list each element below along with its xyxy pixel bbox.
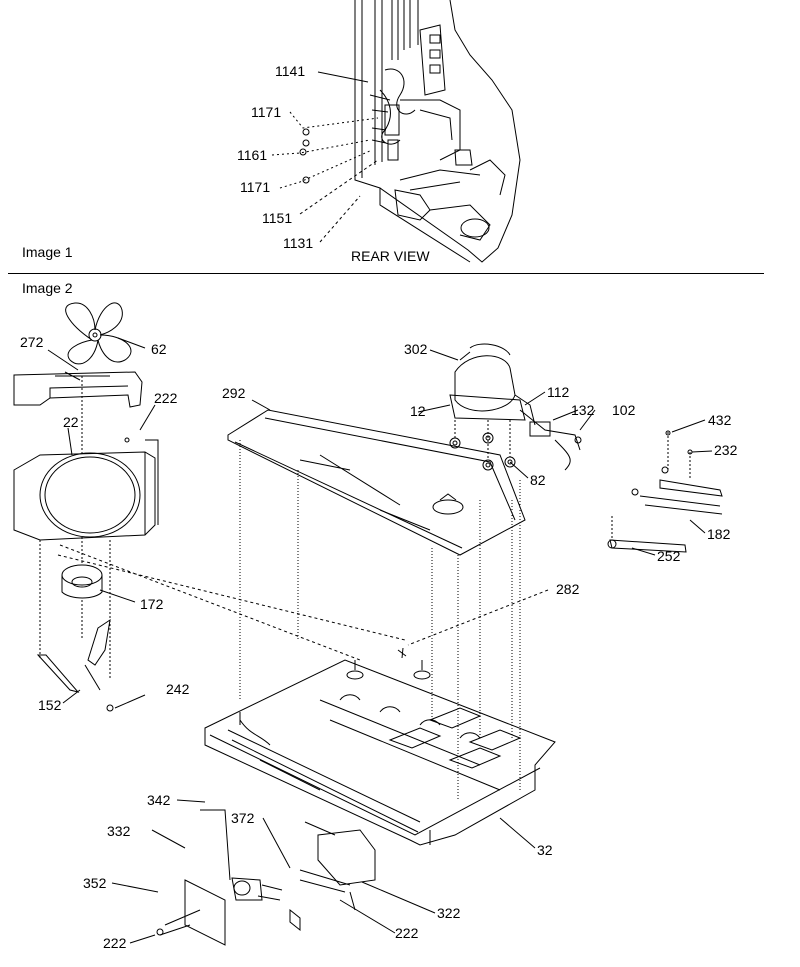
part-label: 1131 bbox=[283, 235, 314, 251]
part-label: 322 bbox=[437, 905, 461, 921]
part-label: 222 bbox=[154, 390, 178, 406]
condenser-tubes bbox=[607, 430, 723, 553]
part-label: 272 bbox=[20, 334, 44, 350]
part-label: 152 bbox=[38, 697, 62, 713]
part-label: 112 bbox=[547, 384, 570, 400]
fan-motor bbox=[61, 564, 103, 599]
grommets bbox=[449, 420, 516, 471]
part-label: 302 bbox=[404, 341, 428, 357]
fan-cover bbox=[13, 371, 143, 408]
fan-blade bbox=[65, 302, 132, 365]
drain-pan bbox=[227, 409, 526, 556]
part-label: 102 bbox=[612, 402, 636, 418]
image-2-title: Image 2 bbox=[22, 280, 73, 296]
fan-shroud bbox=[13, 437, 159, 541]
part-label: 62 bbox=[151, 341, 167, 357]
part-label: 352 bbox=[83, 875, 107, 891]
defrost-parts bbox=[156, 809, 376, 946]
part-label: 252 bbox=[657, 548, 681, 564]
part-label: 232 bbox=[714, 442, 738, 458]
section-divider bbox=[8, 273, 764, 274]
part-label: 242 bbox=[166, 681, 190, 697]
part-label: 292 bbox=[222, 385, 246, 401]
part-label: 332 bbox=[107, 823, 131, 839]
part-label: 32 bbox=[537, 842, 553, 858]
rear-view-label: REAR VIEW bbox=[351, 248, 430, 264]
part-label: 12 bbox=[410, 403, 426, 419]
part-label: 82 bbox=[530, 472, 546, 488]
rear-view-assembly bbox=[271, 0, 521, 263]
part-label: 1141 bbox=[275, 63, 306, 79]
part-label: 372 bbox=[231, 810, 255, 826]
part-label: 222 bbox=[103, 935, 127, 951]
part-label: 1171 bbox=[251, 104, 282, 120]
part-label: 1161 bbox=[237, 147, 268, 163]
part-label: 282 bbox=[556, 581, 580, 597]
image-1-title: Image 1 bbox=[22, 244, 73, 260]
part-label: 172 bbox=[140, 596, 164, 612]
part-label: 22 bbox=[63, 414, 79, 430]
part-label: 1151 bbox=[262, 210, 293, 226]
part-label: 342 bbox=[147, 792, 171, 808]
leader-lines bbox=[47, 337, 713, 944]
part-label: 182 bbox=[707, 526, 731, 542]
compressor bbox=[449, 343, 582, 471]
part-label: 1171 bbox=[240, 179, 271, 195]
part-label: 432 bbox=[708, 412, 732, 428]
base-pan bbox=[204, 659, 556, 846]
part-label: 132 bbox=[571, 402, 595, 418]
part-label: 222 bbox=[395, 925, 419, 941]
